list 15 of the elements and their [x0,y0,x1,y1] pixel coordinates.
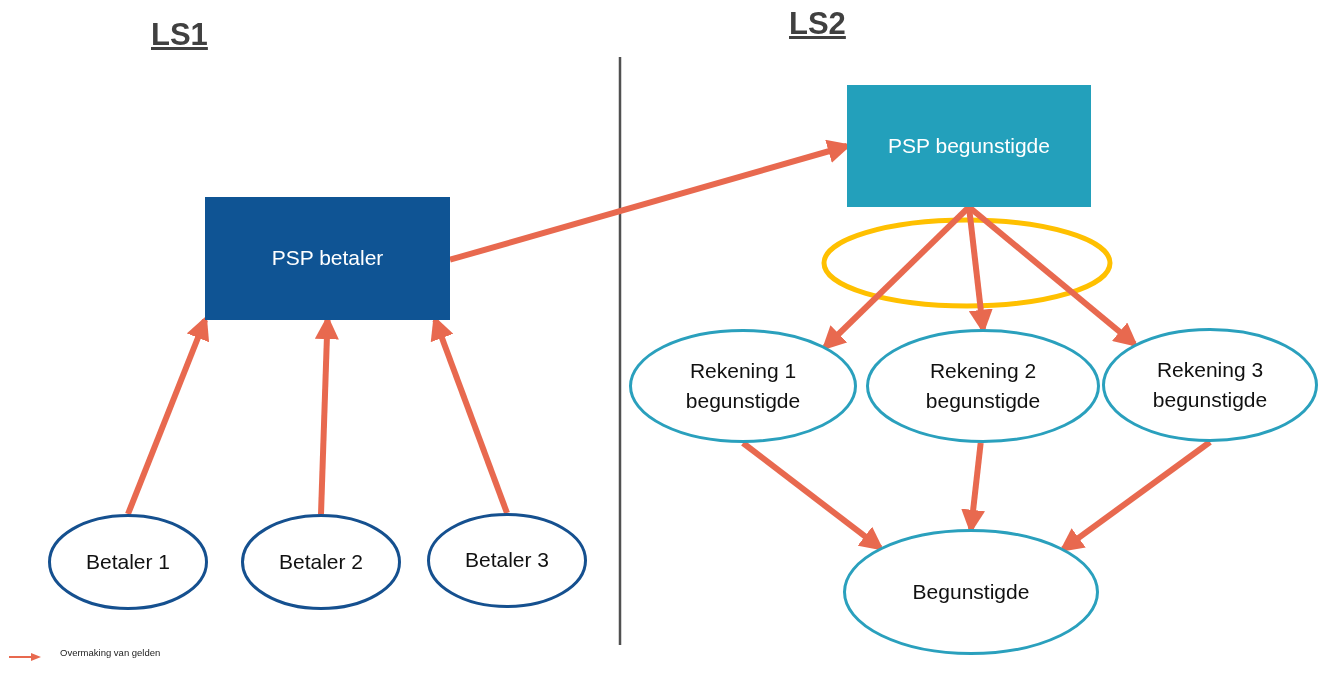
legend-label: Overmaking van gelden [60,648,162,659]
process-box [847,85,1091,207]
node-label: Rekening 2 begunstigde [924,357,1042,414]
node-label: Betaler 1 [85,548,171,575]
node-label: Rekening 1 begunstigde [684,357,802,414]
arrow [125,315,210,516]
node-label: PSP betaler [271,245,384,272]
node-label: PSP begunstigde [888,132,1050,159]
process-box [205,197,450,320]
node-label: Betaler 3 [464,547,550,574]
section-title: LS2 [789,6,846,42]
node-label: Begunstigde [912,578,1030,605]
node-label: Rekening 3 begunstigde [1151,356,1269,413]
section-title: LS1 [151,17,208,53]
node-label: Betaler 2 [278,548,364,575]
